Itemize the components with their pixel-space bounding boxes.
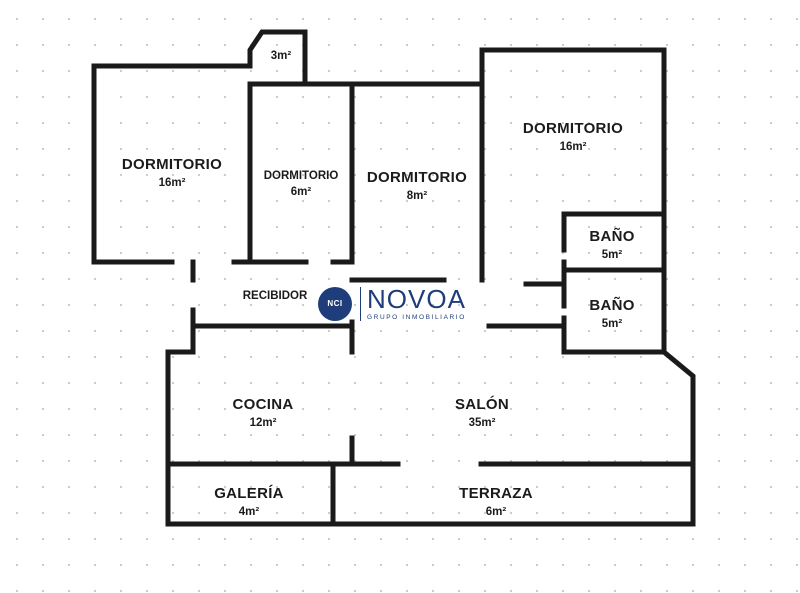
room-dormitorio-1: DORMITORIO 16m² [122,156,222,189]
room-name: RECIBIDOR [242,290,308,302]
company-logo: NCI NOVOA GRUPO INMOBILIARIO [318,286,466,321]
room-name: BAÑO [589,228,635,245]
room-bano-2: BAÑO 5m² [589,297,634,330]
room-area: 8m² [406,190,428,202]
room-terraza: TERRAZA 6m² [459,485,533,518]
room-name: BAÑO [589,297,635,314]
logo-subtitle: GRUPO INMOBILIARIO [367,314,466,321]
room-area: 5m² [601,318,623,330]
room-area: 6m² [485,506,507,518]
room-name: DORMITORIO [366,169,468,186]
room-trastero: 3m² [271,50,291,62]
room-name: COCINA [232,396,294,413]
room-area: 6m² [290,186,312,198]
room-area: 5m² [601,249,623,261]
walls [91,29,696,527]
logo-name: NOVOA [367,284,466,314]
room-area: 4m² [238,506,260,518]
room-dormitorio-4: DORMITORIO 16m² [523,120,623,153]
logo-mark: NCI [318,286,352,321]
room-dormitorio-3: DORMITORIO 8m² [367,169,467,202]
room-name: TERRAZA [459,485,533,502]
room-galeria: GALERÍA 4m² [214,485,284,518]
room-area: 12m² [249,417,277,429]
room-name: SALÓN [455,396,509,413]
room-bano-1: BAÑO 5m² [589,228,634,261]
room-salon: SALÓN 35m² [455,396,509,429]
room-name: DORMITORIO [121,156,223,173]
room-dormitorio-2: DORMITORIO 6m² [264,170,339,198]
room-name: DORMITORIO [522,120,624,137]
room-cocina: COCINA 12m² [233,396,294,429]
room-name: GALERÍA [214,485,284,502]
room-recibidor: RECIBIDOR [243,290,308,302]
room-name: DORMITORIO [263,170,339,182]
room-area: 35m² [468,417,496,429]
logo-text: NOVOA GRUPO INMOBILIARIO [367,286,466,321]
logo-divider [360,286,361,321]
room-area: 16m² [158,177,186,189]
room-area: 3m² [270,50,292,62]
room-area: 16m² [559,141,587,153]
